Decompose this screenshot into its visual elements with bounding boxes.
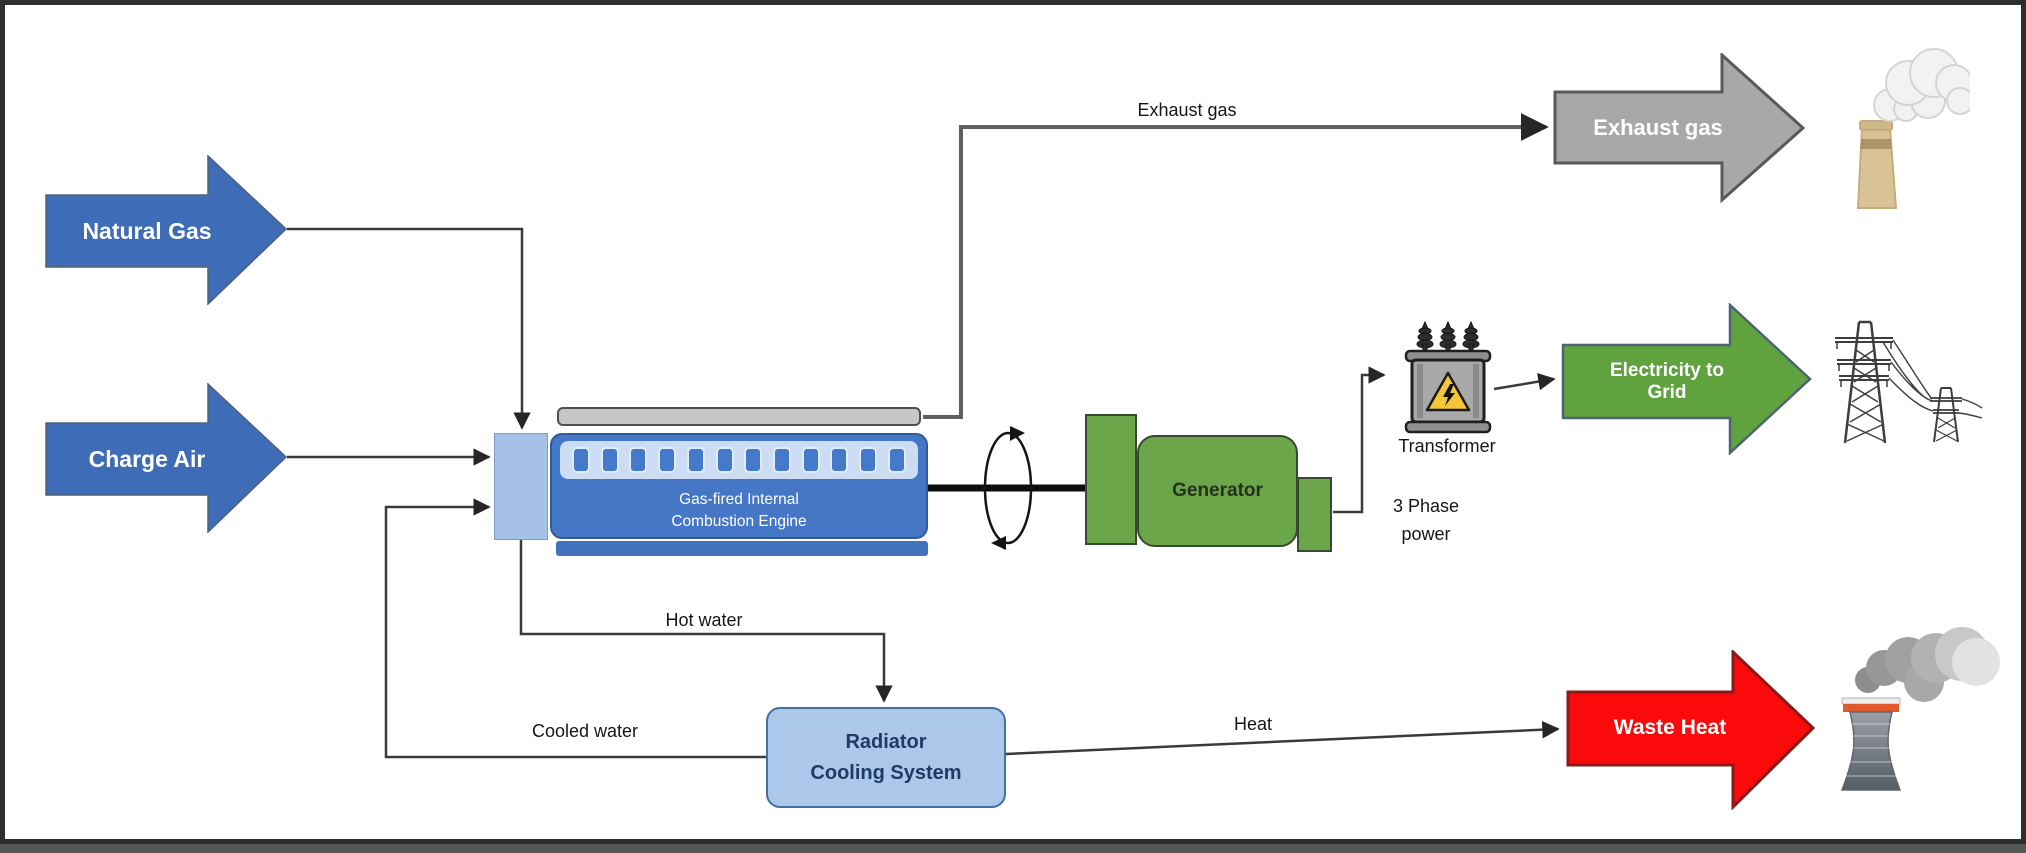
cylinder-icon <box>572 447 590 473</box>
charge-air-arrow-label: Charge Air <box>88 445 206 472</box>
warning-triangle-icon <box>1425 371 1471 412</box>
cylinder-icon <box>658 447 677 473</box>
rotation-icon <box>983 426 1033 550</box>
electricity-to-grid-arrow-shape <box>1561 302 1812 456</box>
three-phase-power-label: 3 Phase power <box>1393 492 1459 548</box>
waste-heat-arrow-label: Waste Heat <box>1613 716 1727 740</box>
engine-cylinder-band <box>560 441 918 479</box>
smoke-cloud-icon <box>1873 48 1970 122</box>
natural-gas-line <box>287 227 531 430</box>
radiator-label-line2: Cooling System <box>810 761 962 784</box>
cylinder-icon <box>715 447 734 473</box>
transmission-towers-icon <box>1835 320 1983 444</box>
exhaust-gas-arrow-label: Exhaust gas <box>1593 114 1723 140</box>
electricity-to-grid-arrow-label: Electricity to Grid <box>1569 345 1765 418</box>
three-phase-line <box>1333 366 1386 514</box>
generator-terminal-block <box>1297 477 1332 552</box>
cylinder-icon <box>629 447 648 473</box>
transformer-grid-line <box>1493 372 1556 391</box>
natural-gas-arrow-label: Natural Gas <box>82 217 212 244</box>
three-phase-power-line1: 3 Phase <box>1392 496 1460 516</box>
radiator-cooling-box: Radiator Cooling System <box>766 707 1006 808</box>
engine-label-line2: Combustion Engine <box>671 513 807 530</box>
exhaust-line <box>923 113 1549 419</box>
engine-top-rail <box>557 407 921 426</box>
cooled-water-label: Cooled water <box>531 721 639 741</box>
transformer-icon <box>1404 320 1492 434</box>
cylinder-icon <box>859 447 878 473</box>
exhaust-gas-flow-label: Exhaust gas <box>1137 100 1237 120</box>
hot-water-line <box>519 540 893 703</box>
electricity-to-grid-line1: Electricity to <box>1609 359 1725 381</box>
waste-heat-arrow: Waste Heat <box>1566 648 1816 811</box>
waste-heat-arrow-shape <box>1566 648 1816 811</box>
charge-air-arrow-shape <box>45 382 288 534</box>
transformer-label: Transformer <box>1398 436 1496 456</box>
heat-line <box>1005 720 1560 756</box>
generator-coupling-block <box>1085 414 1137 545</box>
electricity-to-grid-arrow: Electricity to Grid <box>1561 302 1813 456</box>
natural-gas-arrow: Natural Gas <box>45 154 288 306</box>
radiator-label-line1: Radiator <box>845 730 927 753</box>
exhaust-gas-arrow: Exhaust gas <box>1553 51 1806 204</box>
cylinder-icon <box>744 447 763 473</box>
hot-water-label: Hot water <box>665 610 743 630</box>
cylinder-icon <box>830 447 849 473</box>
three-phase-power-line2: power <box>1401 524 1451 544</box>
electricity-to-grid-line2: Grid <box>1647 381 1687 403</box>
exhaust-gas-arrow-shape <box>1553 51 1806 204</box>
chimney-smokestack-icon <box>1856 48 1970 209</box>
generator-label: Generator <box>1172 480 1263 501</box>
cylinder-icon <box>600 447 619 473</box>
cooling-tower-icon <box>1840 627 2000 791</box>
cylinder-icon <box>801 447 820 473</box>
engine-base-bar <box>556 541 928 556</box>
engine-label: Gas-fired Internal Combustion Engine <box>550 484 928 538</box>
cylinder-icon <box>773 447 792 473</box>
generator-body: Generator <box>1137 435 1298 547</box>
engine-manifold-box <box>494 433 548 540</box>
charge-air-arrow: Charge Air <box>45 382 288 534</box>
heat-label: Heat <box>1233 714 1273 734</box>
bottom-edge-band <box>0 844 2026 853</box>
engine-label-line1: Gas-fired Internal <box>679 491 799 508</box>
cooled-water-line <box>384 498 766 759</box>
cylinder-icon <box>887 447 906 473</box>
steam-cloud-icon <box>1855 627 2000 702</box>
cylinder-icon <box>686 447 705 473</box>
natural-gas-arrow-shape <box>45 154 288 306</box>
